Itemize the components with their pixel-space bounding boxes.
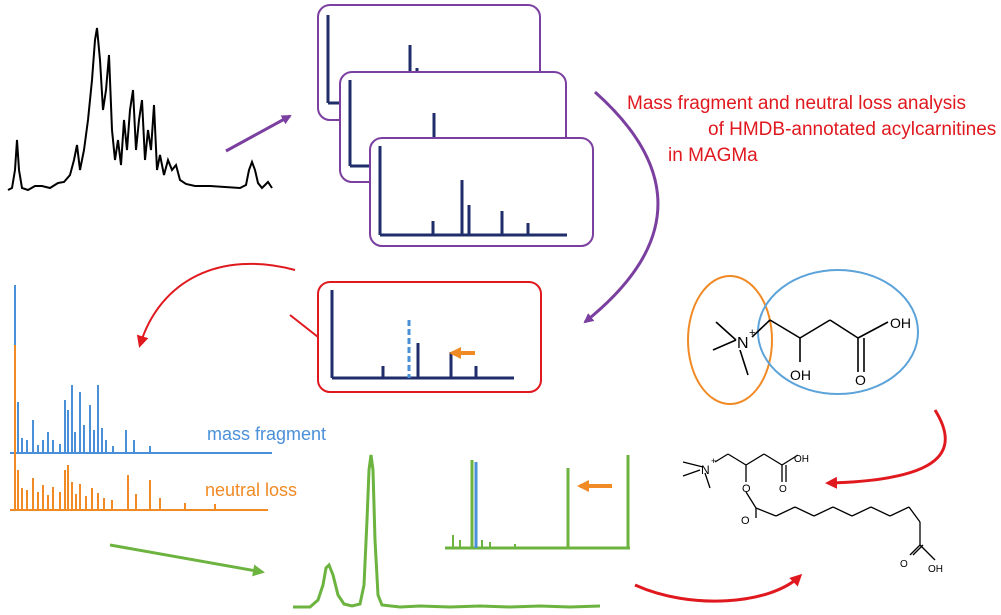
charge-label: + — [749, 327, 755, 339]
ester-carbonyl-oxygen-label: O — [741, 515, 750, 527]
green-arrow — [109, 543, 265, 577]
carboxyl-ellipse — [757, 269, 919, 395]
acid-hydroxyl-label: OH — [890, 315, 911, 331]
msms-spectra-stack — [317, 4, 594, 247]
side-hydroxyl-label: OH — [790, 367, 811, 383]
terminal-acid-o-label: O — [900, 559, 908, 570]
acyl-acid-o-label: O — [779, 484, 787, 495]
connector-annotation — [289, 314, 319, 338]
chromatogram — [7, 27, 273, 192]
green-spectrum — [445, 455, 630, 550]
arrow-to-structure — [634, 573, 803, 603]
acyl-nitrogen-label: N — [701, 463, 710, 477]
carbonyl-oxygen-label: O — [855, 372, 866, 388]
annotated-spectrum-box — [317, 281, 542, 393]
arrow-to-overlay — [136, 262, 296, 348]
acylcarnitine-structure: N + OH O O O OH O — [682, 453, 943, 575]
caption-line-1: Mass fragment and neutral loss analysis — [627, 93, 966, 114]
arrow-to-spectra — [225, 114, 292, 153]
nitrogen-label: N — [737, 335, 749, 352]
acyl-acid-oh-label: OH — [794, 454, 809, 465]
trimethylammonium-ellipse — [687, 275, 773, 405]
annotated-spectrum — [317, 281, 542, 393]
spectrum-box-3 — [369, 137, 594, 247]
acyl-charge-label: + — [711, 456, 716, 466]
carnitine-structure: N + OH OH O — [687, 269, 919, 405]
terminal-acid-oh-label: OH — [928, 564, 943, 575]
chromatogram-trace — [7, 27, 273, 192]
green-chromatogram — [293, 454, 601, 609]
caption-line-3: in MAGMa — [668, 145, 758, 166]
arrow-spectra-to-annotation — [583, 90, 660, 324]
arrow-to-acylcarnitine — [825, 409, 947, 489]
neutral-loss-label: neutral loss — [205, 480, 298, 500]
ester-oxygen-label: O — [742, 483, 751, 495]
mass-fragment-label: mass fragment — [207, 424, 327, 444]
neutral-loss-spectrum — [10, 345, 268, 511]
caption-line-2: of HMDB-annotated acylcarnitines — [708, 119, 997, 140]
spectrum-3-peaks — [378, 146, 567, 237]
